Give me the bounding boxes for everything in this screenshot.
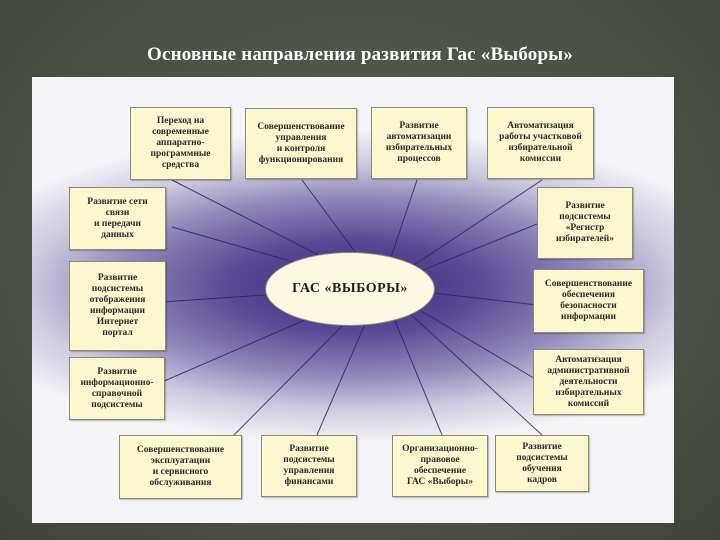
box-legal-support: Организационно- правовое обеспечение ГАС… xyxy=(392,435,488,497)
box-information-security: Совершенствование обеспечения безопаснос… xyxy=(533,269,644,333)
box-personnel-training: Развитие подсистемы обучения кадров xyxy=(495,435,589,492)
box-election-automation: Развитие автоматизации избирательных про… xyxy=(371,107,467,179)
box-reference-subsystem: Развитие информационно- справочной подси… xyxy=(69,357,165,420)
box-voter-register: Развитие подсистемы «Регистр избирателей… xyxy=(537,187,633,259)
box-network-data-transfer: Развитие сети связи и передачи данных xyxy=(69,187,166,250)
box-operation-service: Совершенствование эксплуатации и сервисн… xyxy=(119,435,242,499)
center-node: ГАС «ВЫБОРЫ» xyxy=(265,252,435,326)
slide-title: Основные направления развития Гас «Выбор… xyxy=(146,44,574,65)
box-administrative-automation: Автоматизация административной деятельно… xyxy=(533,349,644,415)
box-management-control: Совершенствование управления и контроля … xyxy=(245,108,357,179)
box-finance-subsystem: Развитие подсистемы управления финансами xyxy=(261,435,357,497)
box-info-display-portal: Развитие подсистемы отображения информац… xyxy=(69,261,166,351)
box-modern-hardware-software: Переход на современные аппаратно- програ… xyxy=(130,107,231,180)
box-precinct-commission-automation: Автоматизация работы участковой избирате… xyxy=(487,107,594,179)
